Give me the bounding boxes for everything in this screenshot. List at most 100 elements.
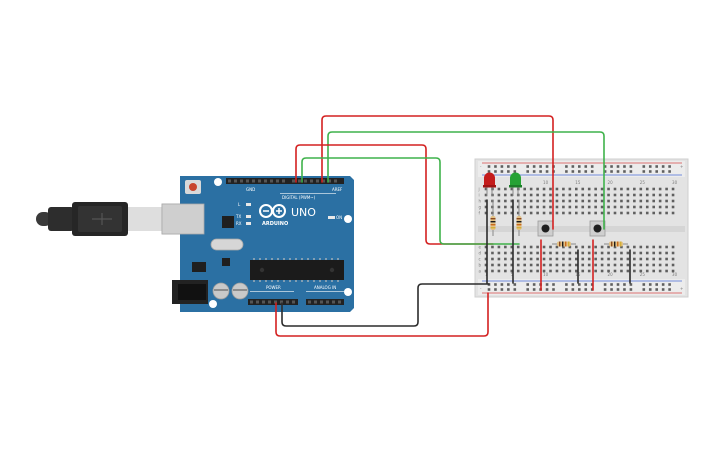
breadboard-hole[interactable] bbox=[639, 211, 643, 215]
breadboard-hole[interactable] bbox=[629, 170, 633, 173]
breadboard-hole[interactable] bbox=[620, 263, 623, 267]
breadboard-hole[interactable] bbox=[504, 193, 507, 197]
breadboard-hole[interactable] bbox=[549, 251, 552, 255]
breadboard-hole[interactable] bbox=[594, 245, 597, 249]
breadboard-hole[interactable] bbox=[516, 269, 520, 273]
breadboard-hole[interactable] bbox=[504, 257, 507, 261]
breadboard-hole[interactable] bbox=[620, 205, 623, 209]
breadboard-hole[interactable] bbox=[516, 263, 520, 267]
breadboard-hole[interactable] bbox=[603, 165, 607, 168]
breadboard-hole[interactable] bbox=[633, 269, 636, 273]
breadboard-hole[interactable] bbox=[633, 193, 636, 197]
breadboard-hole[interactable] bbox=[542, 257, 546, 261]
breadboard-hole[interactable] bbox=[491, 269, 494, 273]
breadboard-hole[interactable] bbox=[587, 187, 591, 191]
breadboard-hole[interactable] bbox=[575, 205, 578, 209]
breadboard-hole[interactable] bbox=[575, 193, 578, 197]
breadboard-hole[interactable] bbox=[620, 269, 623, 273]
breadboard-hole[interactable] bbox=[661, 170, 665, 173]
breadboard-hole[interactable] bbox=[542, 251, 546, 255]
breadboard-hole[interactable] bbox=[658, 187, 662, 191]
breadboard-hole[interactable] bbox=[504, 187, 507, 191]
breadboard-hole[interactable] bbox=[633, 263, 636, 267]
breadboard-hole[interactable] bbox=[652, 251, 655, 255]
analog-header[interactable] bbox=[306, 299, 344, 305]
breadboard-hole[interactable] bbox=[484, 263, 488, 267]
breadboard-hole[interactable] bbox=[552, 283, 555, 286]
breadboard-hole[interactable] bbox=[536, 211, 539, 215]
breadboard-hole[interactable] bbox=[623, 283, 626, 286]
resistor-4[interactable] bbox=[604, 241, 628, 247]
breadboard-hole[interactable] bbox=[645, 211, 649, 215]
breadboard-hole[interactable] bbox=[562, 205, 565, 209]
breadboard-hole[interactable] bbox=[671, 245, 675, 249]
breadboard-hole[interactable] bbox=[529, 257, 533, 261]
breadboard-hole[interactable] bbox=[603, 288, 607, 291]
breadboard-hole[interactable] bbox=[587, 251, 591, 255]
breadboard-hole[interactable] bbox=[532, 165, 536, 168]
breadboard-hole[interactable] bbox=[610, 283, 613, 286]
breadboard-hole[interactable] bbox=[568, 245, 572, 249]
breadboard-hole[interactable] bbox=[607, 211, 610, 215]
breadboard-hole[interactable] bbox=[633, 211, 636, 215]
breadboard-hole[interactable] bbox=[610, 170, 613, 173]
wire-green-pin-to-led-green[interactable] bbox=[301, 157, 520, 245]
digital-header[interactable] bbox=[226, 178, 344, 184]
breadboard-hole[interactable] bbox=[507, 170, 510, 173]
breadboard-hole[interactable] bbox=[549, 257, 552, 261]
breadboard-hole[interactable] bbox=[532, 288, 536, 291]
breadboard-hole[interactable] bbox=[645, 263, 649, 267]
breadboard-hole[interactable] bbox=[594, 205, 597, 209]
breadboard-hole[interactable] bbox=[571, 283, 575, 286]
breadboard-hole[interactable] bbox=[513, 288, 517, 291]
breadboard-hole[interactable] bbox=[523, 193, 526, 197]
breadboard-hole[interactable] bbox=[484, 199, 488, 203]
breadboard-hole[interactable] bbox=[668, 165, 671, 168]
breadboard-hole[interactable] bbox=[513, 165, 517, 168]
breadboard-hole[interactable] bbox=[581, 211, 585, 215]
breadboard-hole[interactable] bbox=[639, 263, 643, 267]
breadboard-hole[interactable] bbox=[648, 170, 652, 173]
breadboard-hole[interactable] bbox=[494, 170, 497, 173]
breadboard-hole[interactable] bbox=[581, 193, 585, 197]
breadboard-hole[interactable] bbox=[581, 205, 585, 209]
breadboard-hole[interactable] bbox=[626, 245, 630, 249]
breadboard-hole[interactable] bbox=[655, 170, 658, 173]
breadboard-hole[interactable] bbox=[549, 199, 552, 203]
breadboard-hole[interactable] bbox=[523, 269, 526, 273]
breadboard-hole[interactable] bbox=[620, 211, 623, 215]
breadboard-hole[interactable] bbox=[523, 205, 526, 209]
pushbutton-2[interactable] bbox=[589, 220, 606, 237]
breadboard-hole[interactable] bbox=[613, 199, 617, 203]
breadboard-hole[interactable] bbox=[652, 257, 655, 261]
breadboard-hole[interactable] bbox=[661, 165, 665, 168]
breadboard-hole[interactable] bbox=[497, 257, 501, 261]
breadboard-hole[interactable] bbox=[600, 187, 604, 191]
breadboard-hole[interactable] bbox=[671, 193, 675, 197]
breadboard-hole[interactable] bbox=[575, 257, 578, 261]
breadboard-hole[interactable] bbox=[652, 245, 655, 249]
breadboard-hole[interactable] bbox=[526, 170, 529, 173]
breadboard-hole[interactable] bbox=[607, 263, 610, 267]
breadboard-hole[interactable] bbox=[645, 269, 649, 273]
breadboard-hole[interactable] bbox=[671, 187, 675, 191]
breadboard-hole[interactable] bbox=[623, 288, 626, 291]
breadboard-hole[interactable] bbox=[594, 211, 597, 215]
breadboard-hole[interactable] bbox=[639, 187, 643, 191]
breadboard-hole[interactable] bbox=[484, 269, 488, 273]
breadboard-hole[interactable] bbox=[607, 187, 610, 191]
breadboard-hole[interactable] bbox=[584, 165, 588, 168]
breadboard-hole[interactable] bbox=[629, 283, 633, 286]
breadboard-hole[interactable] bbox=[613, 187, 617, 191]
breadboard-hole[interactable] bbox=[549, 263, 552, 267]
breadboard-hole[interactable] bbox=[504, 251, 507, 255]
breadboard-hole[interactable] bbox=[555, 251, 559, 255]
breadboard-hole[interactable] bbox=[633, 257, 636, 261]
breadboard-hole[interactable] bbox=[552, 288, 555, 291]
breadboard-hole[interactable] bbox=[620, 199, 623, 203]
breadboard-hole[interactable] bbox=[532, 283, 536, 286]
breadboard-hole[interactable] bbox=[633, 245, 636, 249]
breadboard-hole[interactable] bbox=[562, 211, 565, 215]
breadboard-hole[interactable] bbox=[600, 257, 604, 261]
breadboard-hole[interactable] bbox=[565, 283, 568, 286]
